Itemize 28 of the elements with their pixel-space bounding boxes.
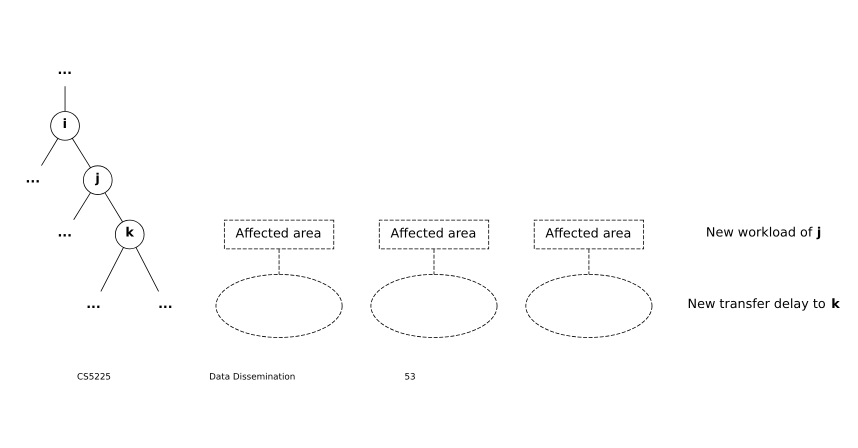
label: CS5225 <box>77 372 112 382</box>
node-ellipse <box>216 274 343 338</box>
connector <box>588 248 590 274</box>
node-box: Affected area <box>534 219 644 249</box>
node-ellipse <box>370 274 498 338</box>
node-text: ... <box>57 225 72 240</box>
connector <box>278 248 280 274</box>
node-ellipse <box>525 274 652 338</box>
connector <box>41 138 58 166</box>
connector <box>64 85 66 112</box>
node-text: ... <box>26 170 40 186</box>
connector <box>104 192 123 222</box>
node-circle: j <box>83 164 113 194</box>
label: New transfer delay to k <box>688 296 840 312</box>
label: 53 <box>404 372 416 382</box>
connector <box>100 246 124 292</box>
node-text: ... <box>57 62 72 78</box>
node-text: ... <box>158 296 173 312</box>
node-box: Affected area <box>224 219 334 249</box>
connector <box>136 246 160 292</box>
connector <box>73 192 91 220</box>
node-circle: i <box>50 110 80 140</box>
node-circle: k <box>114 219 144 249</box>
label: New workload of j <box>706 225 822 240</box>
connector <box>72 137 91 168</box>
label: Data Dissemination <box>209 372 296 382</box>
node-text: ... <box>86 296 101 312</box>
node-box: Affected area <box>378 219 490 249</box>
